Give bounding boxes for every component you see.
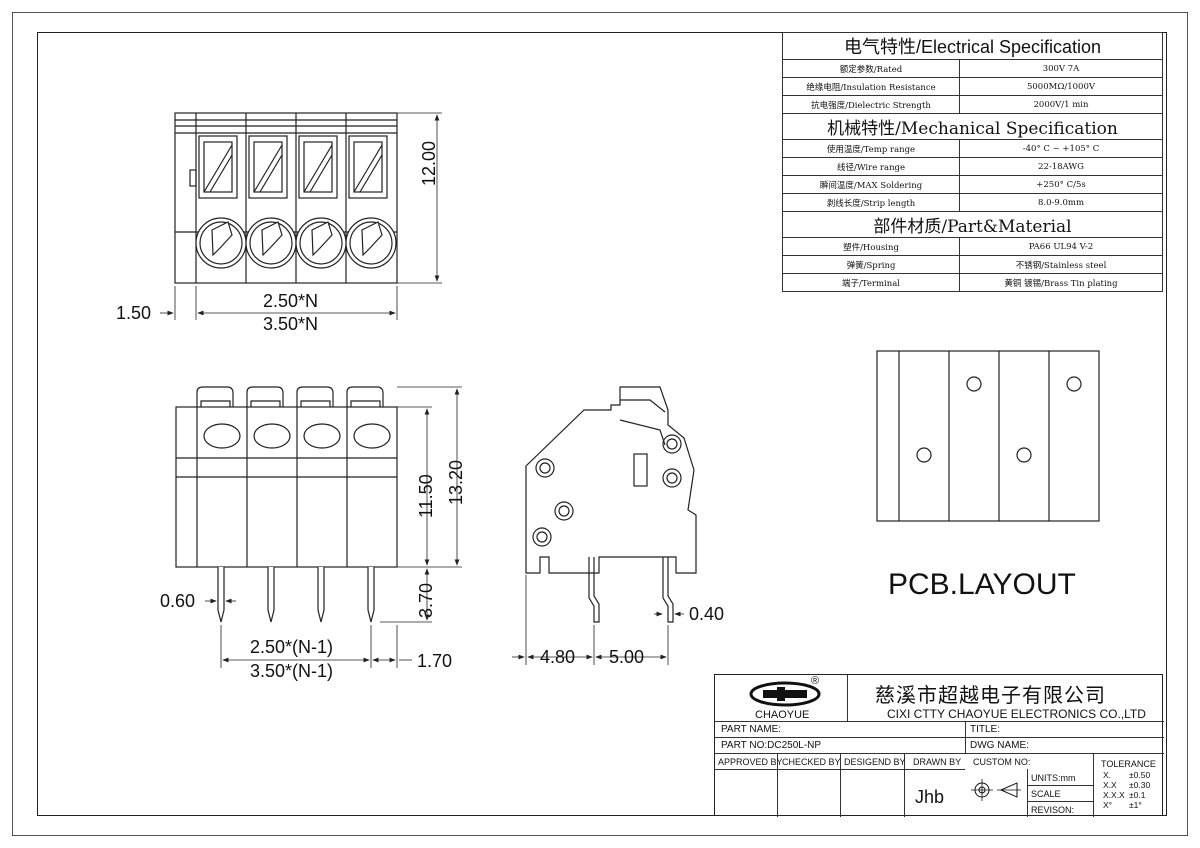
dim-top-side: 1.50: [116, 303, 152, 323]
spec-value: 5000MΩ/1000V: [959, 77, 1163, 96]
dwg-name-label: DWG NAME:: [970, 740, 1029, 751]
spec-value: 2000V/1 min: [959, 95, 1163, 114]
title-block: ® CHAOYUE 慈溪市超越电子有限公司 CIXI CTTY CHAOYUE …: [714, 674, 1164, 817]
designed-by-label: DESIGEND BY: [844, 757, 906, 767]
tolerance-value: ±0.1: [1129, 790, 1146, 800]
checked-by-label: CHECKED BY: [782, 757, 841, 767]
spec-row: 使用温度/Temp range-40° C ~ +105° C: [782, 139, 1163, 158]
spec-label: 端子/Terminal: [782, 273, 960, 292]
dim-side-offset: 4.80: [540, 647, 576, 667]
dim-top-pitch-alt: 3.50*N: [263, 314, 319, 334]
spec-row: 瞬间温度/MAX Soldering+250° C/5s: [782, 175, 1163, 194]
inner-border: [37, 32, 1167, 816]
logo-text: CHAOYUE: [755, 709, 810, 721]
spec-label: 线径/Wire range: [782, 157, 960, 176]
tolerance-value: ±0.30: [1129, 780, 1151, 790]
tolerance-key: X°: [1103, 800, 1113, 810]
revision-label: REVISON:: [1031, 805, 1075, 815]
front-view: [175, 386, 398, 623]
dim-front-pin-width: 0.60: [160, 591, 196, 611]
electrical-title: 电气特性/Electrical Specification: [782, 32, 1163, 60]
dim-side-pin-spacing: 5.00: [609, 647, 645, 667]
title-label: TITLE:: [970, 724, 1001, 735]
dim-front-pitch-alt: 3.50*(N-1): [250, 661, 334, 681]
tolerance-value: ±1°: [1129, 800, 1142, 810]
pcb-layout-view: [876, 350, 1100, 522]
approved-by-label: APPROVED BY: [718, 757, 783, 767]
spec-value: -40° C ~ +105° C: [959, 139, 1163, 158]
spec-label: 塑件/Housing: [782, 237, 960, 256]
spec-label: 绝缘电阻/Insulation Resistance: [782, 77, 960, 96]
dim-front-pitch: 2.50*(N-1): [250, 637, 334, 657]
dim-front-body-height: 11.50: [416, 474, 436, 518]
spec-value: PA66 UL94 V-2: [959, 237, 1163, 256]
spec-value: 300V 7A: [959, 59, 1163, 78]
spec-value: +250° C/5s: [959, 175, 1163, 194]
drawn-by-label: DRAWN BY: [913, 757, 962, 767]
side-view: [525, 386, 697, 623]
mechanical-title: 机械特性/Mechanical Specification: [782, 113, 1163, 140]
spec-value: 8.0-9.0mm: [959, 193, 1163, 212]
tolerance-title: TOLERANCE: [1101, 759, 1156, 769]
dim-front-total-height: 13.20: [446, 459, 466, 505]
projection-symbol-icon: [971, 779, 1021, 801]
spec-label: 抗电强度/Dielectric Strength: [782, 95, 960, 114]
spec-label: 使用温度/Temp range: [782, 139, 960, 158]
dim-front-pin-length: 3.70: [416, 582, 436, 618]
custom-no-label: CUSTOM NO:: [973, 757, 1031, 767]
tolerance-key: X.: [1103, 770, 1112, 780]
spec-value: 不锈钢/Stainless steel: [959, 255, 1163, 274]
outer-border: [12, 12, 1188, 836]
drawn-by-name: Jhb: [915, 787, 945, 807]
tolerance-key: X.X.X: [1103, 790, 1125, 800]
company-name-cn: 慈溪市超越电子有限公司: [875, 683, 1106, 707]
dim-side-pin-width: 0.40: [689, 604, 725, 624]
pcb-layout-label: PCB.LAYOUT: [888, 568, 1076, 601]
part-no-label: PART NO:DC250L-NP: [721, 740, 822, 751]
spec-label: 剥线长度/Strip length: [782, 193, 960, 212]
logo-registered-mark: ®: [811, 675, 820, 687]
company-name-en: CIXI CTTY CHAOYUE ELECTRONICS CO.,LTD: [887, 707, 1146, 721]
company-logo-icon: [749, 681, 821, 707]
units-label: UNITS:mm: [1031, 773, 1076, 783]
part-name-label: PART NAME:: [721, 724, 782, 735]
spec-value: 黄铜 镀锡/Brass Tin plating: [959, 273, 1163, 292]
dim-front-side: 1.70: [417, 651, 453, 671]
top-view: [174, 112, 398, 284]
dim-top-pitch: 2.50*N: [263, 291, 319, 311]
spec-value: 22-18AWG: [959, 157, 1163, 176]
spec-label: 瞬间温度/MAX Soldering: [782, 175, 960, 194]
tolerance-value: ±0.50: [1129, 770, 1151, 780]
spec-label: 额定参数/Rated: [782, 59, 960, 78]
scale-label: SCALE: [1031, 789, 1061, 799]
material-title: 部件材质/Part&Material: [782, 211, 1163, 238]
spec-label: 弹簧/Spring: [782, 255, 960, 274]
tolerance-key: X.X: [1103, 780, 1117, 790]
specification-table: 电气特性/Electrical Specification 额定参数/Rated…: [782, 32, 1163, 292]
dim-top-height: 12.00: [419, 140, 439, 186]
